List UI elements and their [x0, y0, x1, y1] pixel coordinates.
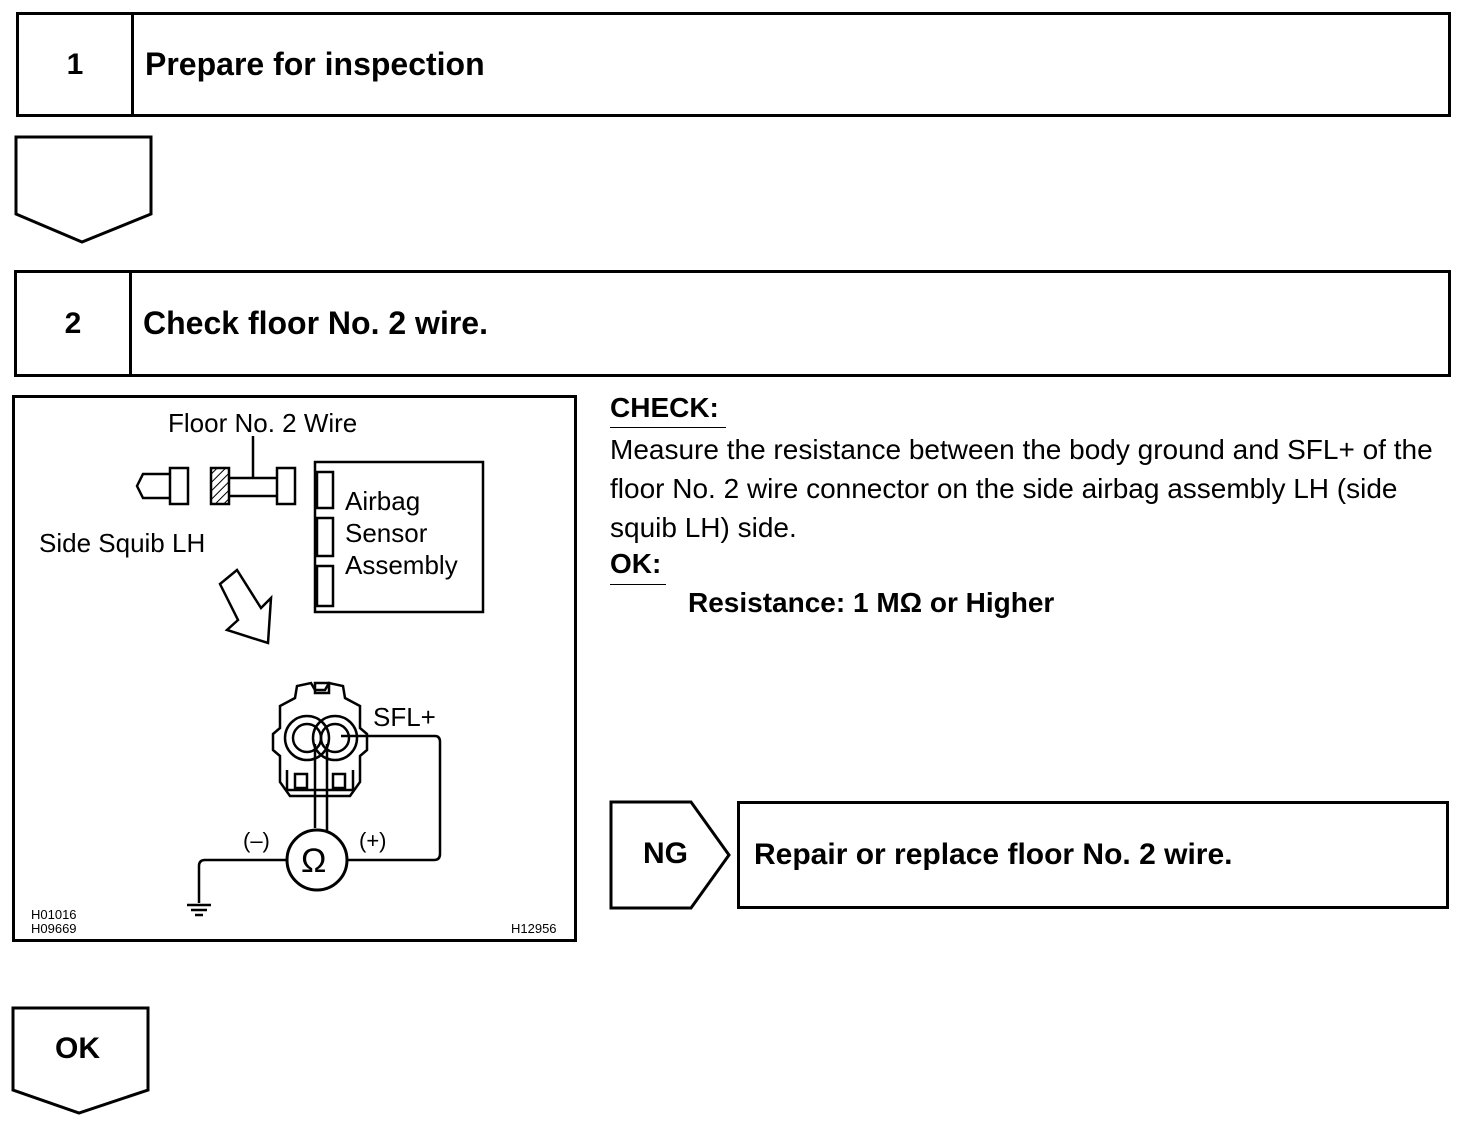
step-1-title: Prepare for inspection: [145, 46, 485, 82]
check-underline: [610, 427, 726, 428]
ng-label: NG: [643, 837, 688, 870]
ok-heading: OK:: [610, 548, 662, 579]
ng-result-box: Repair or replace floor No. 2 wire.: [737, 801, 1449, 909]
ok-arrow-icon: [11, 1006, 150, 1115]
step-1-box: 1 Prepare for inspection: [16, 12, 1451, 117]
negative-label: (–): [243, 828, 270, 853]
down-arrow-icon: [14, 135, 153, 244]
ok-criteria: Resistance: 1 MΩ or Higher: [688, 587, 1055, 618]
ok-arrow-label: OK: [55, 1032, 100, 1065]
terminal-label: SFL+: [373, 702, 436, 732]
step-2-title: Check floor No. 2 wire.: [143, 305, 488, 341]
ng-arrow-icon: [609, 800, 731, 910]
ohm-icon: Ω: [301, 842, 327, 880]
sensor-label-1: Airbag: [345, 486, 421, 516]
diagram-drawing: [135, 436, 485, 917]
check-heading: CHECK:: [610, 392, 719, 423]
positive-label: (+): [359, 828, 387, 853]
sensor-label-2: Sensor: [345, 518, 428, 548]
step-1-number: 1: [19, 15, 134, 114]
wire-label: Floor No. 2 Wire: [168, 408, 358, 438]
check-text: Measure the resistance between the body …: [610, 434, 1433, 543]
step-2-number: 2: [17, 273, 132, 374]
figure-code-2: H09669: [31, 921, 77, 936]
wiring-diagram: Floor No. 2 Wire Side Squib LH Airbag Se…: [12, 395, 577, 942]
step-2-box: 2 Check floor No. 2 wire.: [14, 270, 1451, 377]
figure-code-3: H12956: [511, 921, 557, 936]
ok-underline: [610, 584, 666, 585]
figure-code-1: H01016: [31, 907, 77, 922]
sensor-label-3: Assembly: [345, 550, 458, 580]
squib-label: Side Squib LH: [39, 528, 206, 558]
